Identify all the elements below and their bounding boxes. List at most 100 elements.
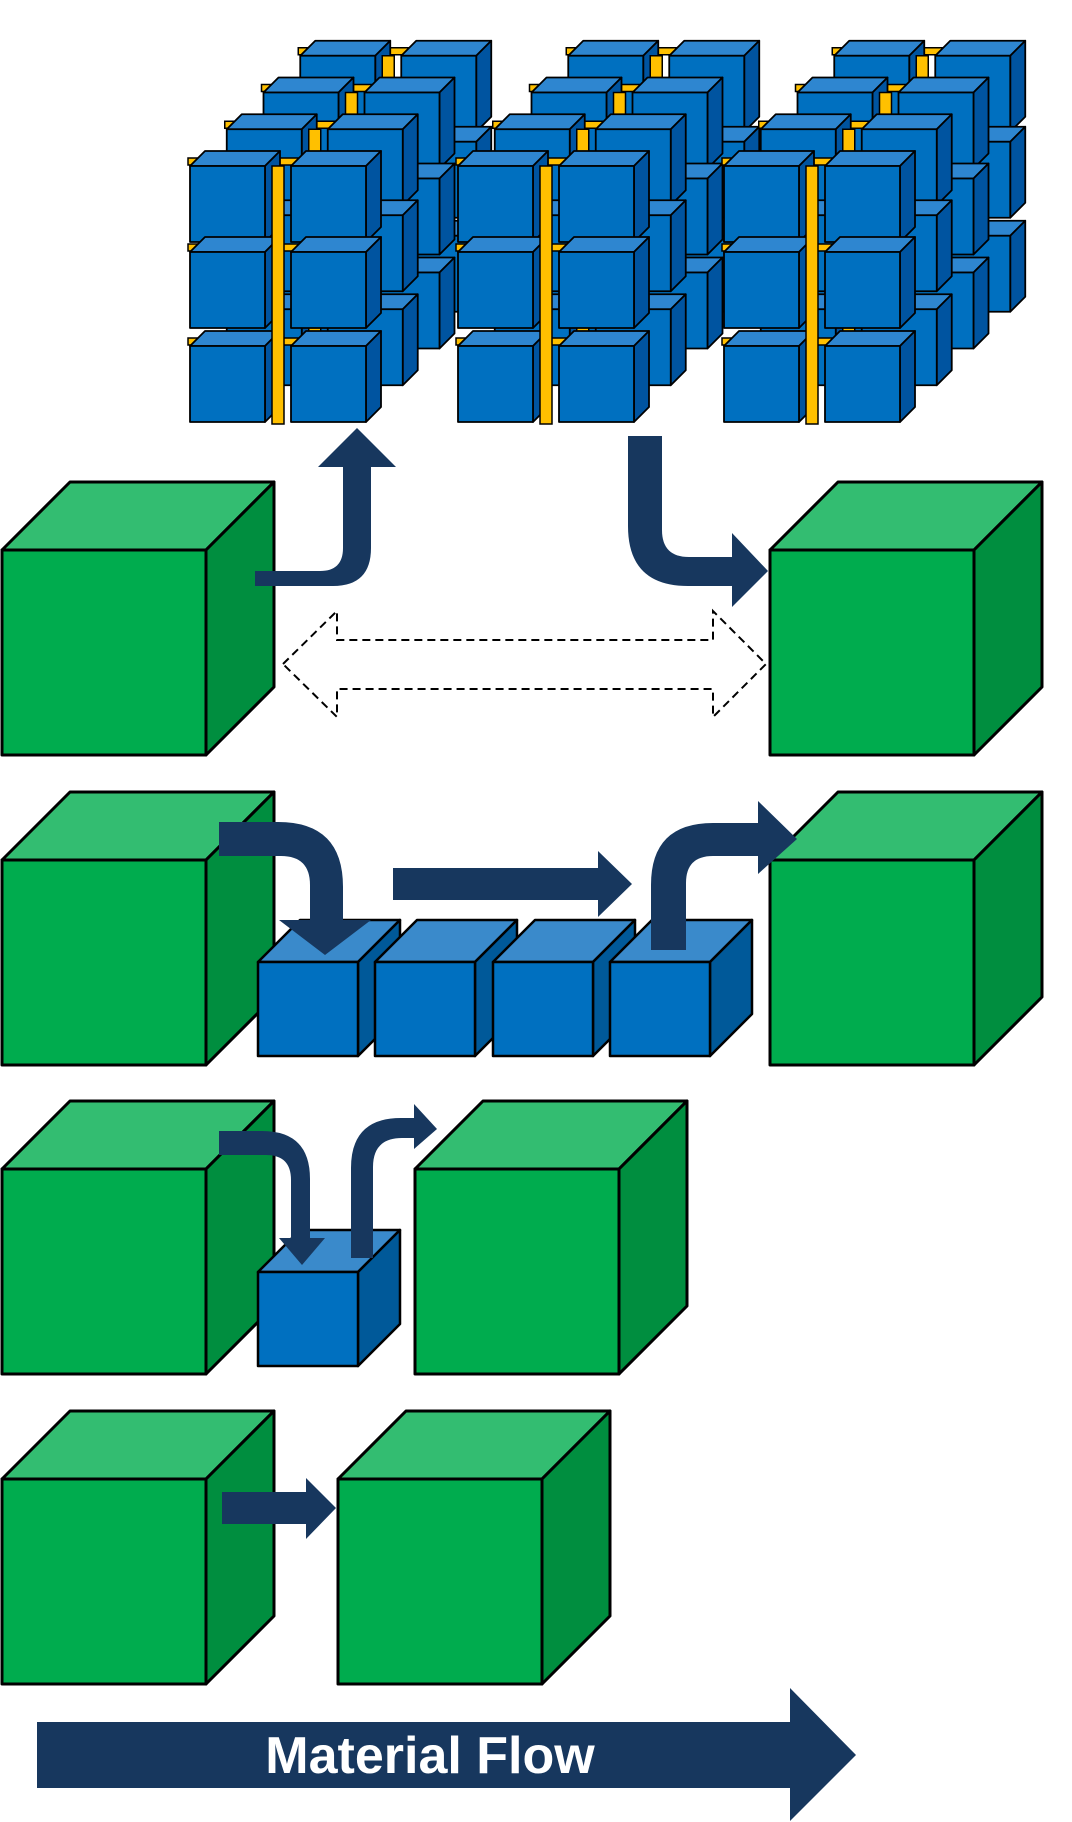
cube-side-face xyxy=(972,162,990,256)
cube-front-face xyxy=(558,165,635,243)
cube xyxy=(824,330,916,423)
cube xyxy=(256,1228,402,1368)
cube xyxy=(824,236,916,329)
flow-arrow-label: Material Flow xyxy=(265,1727,595,1785)
scenario-direct-transfer xyxy=(0,1409,612,1686)
cube-side-face xyxy=(1009,39,1027,133)
scenario-multi-buffer-line xyxy=(0,790,1044,1067)
cube-side-face xyxy=(475,39,493,133)
cube xyxy=(413,1099,689,1376)
cube-side-face xyxy=(365,236,382,329)
buffer-cube xyxy=(256,1228,402,1368)
material-flow-arrow: Material Flow xyxy=(37,1688,856,1821)
cube-side-face xyxy=(972,256,990,350)
cube-front-face xyxy=(290,251,367,329)
cube-side-face xyxy=(706,162,724,256)
cube-front-face xyxy=(491,960,595,1058)
cube-side-face xyxy=(401,293,419,387)
station-cube-right xyxy=(768,790,1044,1067)
cube-side-face xyxy=(438,76,456,170)
cube-front-face xyxy=(189,165,266,243)
cube-front-face xyxy=(824,165,901,243)
cube-front-face xyxy=(256,960,360,1058)
cube-side-face xyxy=(706,256,724,350)
cube-side-face xyxy=(669,113,687,207)
cube xyxy=(457,236,549,329)
cube-side-face xyxy=(899,236,916,329)
cube-front-face xyxy=(824,345,901,423)
cube xyxy=(290,236,382,329)
arrow-into-buffer-icon xyxy=(219,822,371,955)
cube-front-face xyxy=(558,251,635,329)
cube xyxy=(558,236,650,329)
storage-rack xyxy=(187,39,1027,425)
cube-side-face xyxy=(633,236,650,329)
cube-front-face xyxy=(336,1477,544,1686)
station-cube-left xyxy=(0,790,276,1067)
cube-front-face xyxy=(457,251,534,329)
cube-front-face xyxy=(768,548,976,757)
cube xyxy=(0,1409,276,1686)
cube-front-face xyxy=(457,165,534,243)
cube-side-face xyxy=(1009,125,1027,219)
cube xyxy=(768,480,1044,757)
bidirectional-transfer-icon xyxy=(281,608,768,720)
cube-side-face xyxy=(633,330,650,423)
cube-front-face xyxy=(256,1270,360,1368)
cube-front-face xyxy=(558,345,635,423)
cube xyxy=(0,480,276,757)
cube xyxy=(290,330,382,423)
cube xyxy=(723,150,815,243)
cube xyxy=(723,330,815,423)
arrow-to-storage-icon xyxy=(255,428,396,586)
arrow-into-buffer-icon xyxy=(219,1131,325,1265)
cube-side-face xyxy=(438,256,456,350)
cube-side-face xyxy=(401,199,419,293)
cube-front-face xyxy=(373,960,477,1058)
cube xyxy=(189,150,281,243)
arrow-out-of-buffer-icon xyxy=(351,1104,437,1258)
cube-front-face xyxy=(0,1477,208,1686)
cube-front-face xyxy=(189,251,266,329)
cube-side-face xyxy=(365,330,382,423)
cube-side-face xyxy=(365,150,382,243)
scenario-single-buffer xyxy=(0,1099,689,1376)
cube-front-face xyxy=(0,1167,208,1376)
cube-front-face xyxy=(723,165,800,243)
cube xyxy=(336,1409,612,1686)
cube-side-face xyxy=(899,330,916,423)
cube-front-face xyxy=(723,251,800,329)
cube-side-face xyxy=(438,162,456,256)
cube-side-face xyxy=(935,199,953,293)
cube xyxy=(768,790,1044,1067)
station-cube-right xyxy=(336,1409,612,1686)
cube xyxy=(0,790,276,1067)
cube-front-face xyxy=(824,251,901,329)
cube-side-face xyxy=(633,150,650,243)
station-cube-left xyxy=(0,1099,276,1376)
cube-front-face xyxy=(290,345,367,423)
arrow-from-storage-icon xyxy=(628,436,768,607)
cube xyxy=(558,150,650,243)
cube-front-face xyxy=(723,345,800,423)
station-cube-right xyxy=(413,1099,689,1376)
cube-side-face xyxy=(972,76,990,170)
cube-front-face xyxy=(0,548,208,757)
station-cube-left xyxy=(0,480,276,757)
cube xyxy=(0,1099,276,1376)
cube-side-face xyxy=(706,76,724,170)
rack-post xyxy=(805,165,819,425)
cube-front-face xyxy=(189,345,266,423)
cube-side-face xyxy=(401,113,419,207)
cube xyxy=(457,330,549,423)
cube-side-face xyxy=(899,150,916,243)
cube-side-face xyxy=(669,199,687,293)
cube xyxy=(290,150,382,243)
cube xyxy=(723,236,815,329)
cube-side-face xyxy=(1009,219,1027,313)
cube-front-face xyxy=(413,1167,621,1376)
arrow-direct-icon xyxy=(222,1478,336,1539)
cube-side-face xyxy=(669,293,687,387)
cube-front-face xyxy=(290,165,367,243)
